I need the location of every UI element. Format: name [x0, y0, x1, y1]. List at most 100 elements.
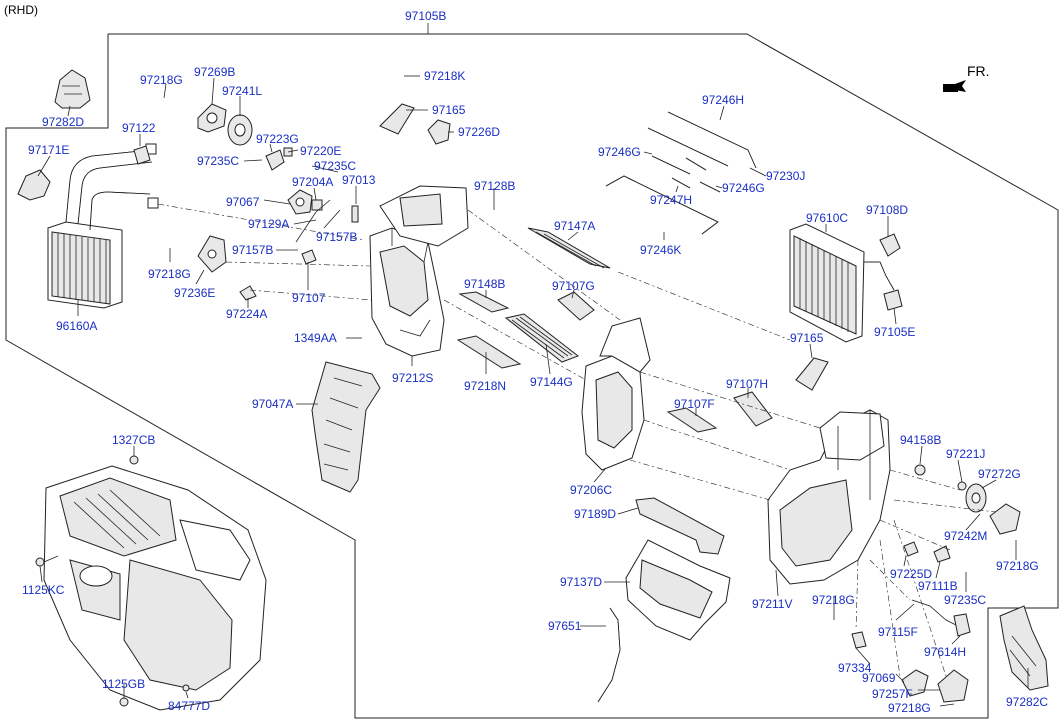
actuator-97226d-part — [427, 119, 451, 145]
actuator-97067-part — [287, 189, 313, 215]
lever-97272g-part — [965, 483, 987, 513]
callout-97148b: 97148B — [464, 277, 505, 291]
heater-core-96160a-part — [47, 143, 159, 309]
door-97107g-part — [557, 291, 595, 321]
callout-97235c: 97235C — [944, 593, 986, 607]
callout-97247h: 97247H — [650, 193, 692, 207]
callout-97241l: 97241L — [222, 84, 262, 98]
actuator-97236e-part — [197, 235, 227, 273]
callout-97107f: 97107F — [674, 397, 715, 411]
clip-97334-part — [851, 631, 867, 649]
callout-97272g: 97272G — [978, 467, 1021, 481]
lever-97204a-part — [311, 199, 323, 211]
callout-labels: 97282D 97218G 97269B 97241L 97122 97223G… — [22, 65, 1048, 715]
callout-97165: 97165 — [432, 103, 466, 117]
callout-97204a: 97204A — [292, 175, 333, 189]
evaporator-97144g-part — [504, 313, 580, 363]
actuator-97257f-part — [937, 669, 969, 703]
callout-97226d: 97226D — [458, 125, 500, 139]
leader-lines — [37, 75, 1029, 707]
callout-97218g: 97218G — [812, 593, 855, 607]
case-97206c-part — [581, 317, 651, 471]
callout-97220e: 97220E — [300, 144, 341, 158]
sensor-97013-part — [351, 205, 359, 223]
callout-96160a: 96160A — [56, 319, 97, 333]
callout-97218g: 97218G — [996, 559, 1039, 573]
callout-97610c: 97610C — [806, 211, 848, 225]
callout-97235c: 97235C — [314, 159, 356, 173]
lever-97241l-part — [227, 114, 253, 146]
assembly-label: 97105B — [405, 9, 446, 23]
bolt-84777d-part — [182, 684, 190, 692]
link-97223g-part — [265, 149, 285, 171]
case-97212s-part — [369, 227, 445, 357]
duct-97047a-part — [311, 361, 381, 493]
callout-97147a: 97147A — [554, 219, 595, 233]
callout-97137d: 97137D — [560, 575, 602, 589]
core-97610c-part — [789, 223, 895, 343]
callout-97107g: 97107G — [552, 279, 595, 293]
callout-97218g: 97218G — [148, 267, 191, 281]
upper-housing-part — [379, 185, 469, 247]
callout-97171e: 97171E — [28, 143, 69, 157]
callout-97189d: 97189D — [574, 507, 616, 521]
door-97107f-part — [666, 407, 718, 433]
case-97137d-part — [625, 539, 731, 641]
callout-97157b: 97157B — [316, 230, 357, 244]
callout-97218n: 97218N — [464, 379, 506, 393]
callout-97165: 97165 — [790, 331, 824, 345]
case-97211v-part — [767, 409, 891, 585]
callout-97225d: 97225D — [890, 567, 932, 581]
callout-97246k: 97246K — [640, 243, 681, 257]
callout-97334: 97334 — [838, 661, 872, 675]
bolt-1125gb-part — [119, 697, 129, 707]
callout-97218k: 97218K — [424, 69, 465, 83]
rod-97129a-part — [295, 199, 331, 243]
callout-97246h: 97246H — [702, 93, 744, 107]
callout-97107: 97107 — [292, 291, 326, 305]
clip-97224a-part — [239, 285, 257, 301]
assembly-boundary — [5, 33, 1059, 719]
callout-97236e: 97236E — [174, 286, 215, 300]
callout-97129a: 97129A — [248, 217, 289, 231]
clip-97225d-part — [903, 541, 919, 557]
callout-97122: 97122 — [122, 121, 156, 135]
callout-97282c: 97282C — [1006, 695, 1048, 709]
callout-97128b: 97128B — [474, 179, 515, 193]
callout-97047a: 97047A — [252, 397, 293, 411]
callout-97212s: 97212S — [392, 371, 433, 385]
callout-97269b: 97269B — [194, 65, 235, 79]
assembly-guide-lines — [157, 203, 997, 677]
clip-97111b-part — [933, 545, 951, 563]
clip-97122-part — [133, 145, 151, 165]
duct-97189d-part — [635, 497, 725, 555]
callout-97235c: 97235C — [197, 154, 239, 168]
callout-94158b: 94158B — [900, 433, 941, 447]
clip-97105e-part — [883, 289, 903, 311]
assembled-hvac-unit-part — [43, 465, 267, 711]
callout-97246g: 97246G — [598, 145, 641, 159]
callout-97614h: 97614H — [924, 645, 966, 659]
callout-97111b: 97111B — [918, 579, 958, 593]
actuator-97242m-part — [989, 503, 1021, 535]
callout-1125kc: 1125KC — [22, 583, 65, 597]
sensor-97614h-part — [911, 599, 971, 637]
bracket-97165-right-part — [795, 357, 829, 391]
variant-label: (RHD) — [4, 3, 38, 17]
callout-97221j: 97221J — [946, 447, 985, 461]
seal-97148b-part — [458, 291, 510, 313]
bolt-1327cb-part — [129, 455, 139, 465]
callout-97144g: 97144G — [530, 375, 573, 389]
callout-1349aa: 1349AA — [294, 331, 337, 345]
callout-97107h: 97107H — [726, 377, 768, 391]
clip-97108d-part — [879, 233, 901, 257]
callout-97218g: 97218G — [888, 701, 931, 715]
hose-97651-part — [597, 607, 621, 703]
door-97107h-part — [733, 391, 773, 427]
callout-97211v: 97211V — [752, 597, 792, 611]
sensor-94158b-part — [914, 464, 926, 476]
bracket-97165-part — [379, 103, 415, 135]
filter-97147a-part — [527, 227, 611, 269]
callout-97067: 97067 — [226, 195, 260, 209]
